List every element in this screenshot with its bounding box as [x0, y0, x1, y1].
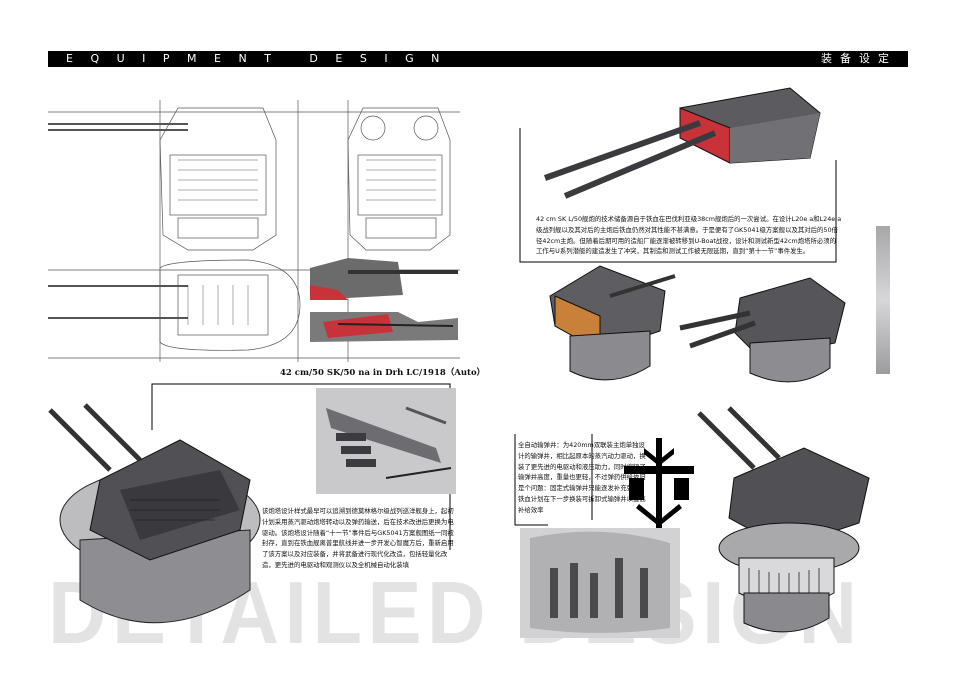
autoloader-text: 全自动输弹井：为420mm双联装主炮单独设计的输弹井，相比起原本的蒸汽动力驱动，… — [518, 441, 646, 514]
turret-side-render — [679, 277, 846, 383]
turret-history-text: 该炮塔设计样式最早可以追溯到德莫林格尔级战列巡洋舰身上，起初计划采用蒸汽驱动炮塔… — [262, 507, 454, 569]
iron-blood-emblem-icon — [624, 438, 694, 528]
header-bar — [48, 51, 908, 67]
turret-render — [48, 403, 261, 624]
header-title-cn: 装备设定 — [821, 52, 897, 65]
ammunition-hoist-render — [520, 528, 680, 638]
turret-model-caption: 42 cm/50 SK/50 na in Drh LC/1918（Auto） — [280, 368, 486, 378]
turret-blueprint — [48, 100, 460, 362]
autoloader-detail-render — [316, 388, 456, 494]
side-texture-strip — [876, 226, 890, 374]
gun-barrels-render — [543, 87, 821, 199]
turret-with-hoist-render — [697, 406, 870, 633]
cutaway-turret-render — [549, 265, 676, 381]
header-title-en: EQUIPMENT DESIGN — [66, 52, 457, 65]
gun-history-text: 42 cm SK L/50舰炮的技术储备源自于铁血在巴伐利亚级38cm舰炮后的一… — [536, 215, 842, 256]
